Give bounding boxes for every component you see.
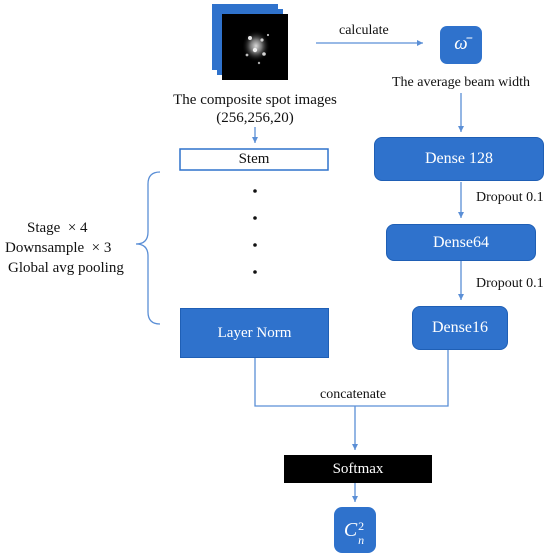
dense64-label: Dense64 [433, 233, 489, 251]
dense64-box: Dense64 [386, 224, 536, 261]
beam-width-label: The average beam width [392, 75, 530, 90]
layernorm-concat-line [254, 358, 355, 407]
stem-label: Stem [238, 151, 270, 167]
stem-box [179, 148, 329, 171]
dense16-label: Dense16 [432, 319, 488, 336]
dense128-box: Dense 128 [374, 137, 544, 181]
stage-ellipsis [253, 189, 257, 274]
dropout1-label: Dropout 0.1 [476, 190, 544, 205]
dropout2-label: Dropout 0.1 [476, 276, 544, 291]
output-base: C [343, 519, 358, 541]
input-caption-line1: The composite spot images [173, 92, 337, 108]
output-box [334, 507, 376, 553]
concatenate-label: concatenate [320, 387, 387, 402]
downsample-label: Downsample × 3 [5, 240, 112, 256]
output-sup: 2 [358, 519, 365, 533]
output-sub: n [358, 533, 365, 547]
softmax-label: Softmax [332, 460, 384, 477]
spot-image-pattern [242, 30, 270, 65]
dense128-label: Dense 128 [425, 150, 493, 167]
layer-norm-label: Layer Norm [217, 324, 292, 341]
input-caption-line2: (256,256,20) [216, 110, 294, 126]
omega-symbol: ω̄ [454, 33, 468, 54]
layer-norm-box: Layer Norm [180, 308, 329, 358]
composite-spot-image-stack [212, 4, 288, 80]
omega-box [440, 26, 482, 64]
pooling-label: Global avg pooling [8, 260, 124, 276]
dense16-box: Dense16 [412, 306, 508, 350]
calculate-label: calculate [339, 23, 389, 38]
stage-label: Stage × 4 [27, 220, 88, 236]
stage-brace [135, 171, 161, 325]
dense16-concat-line [355, 350, 449, 407]
softmax-box: Softmax [284, 455, 432, 483]
